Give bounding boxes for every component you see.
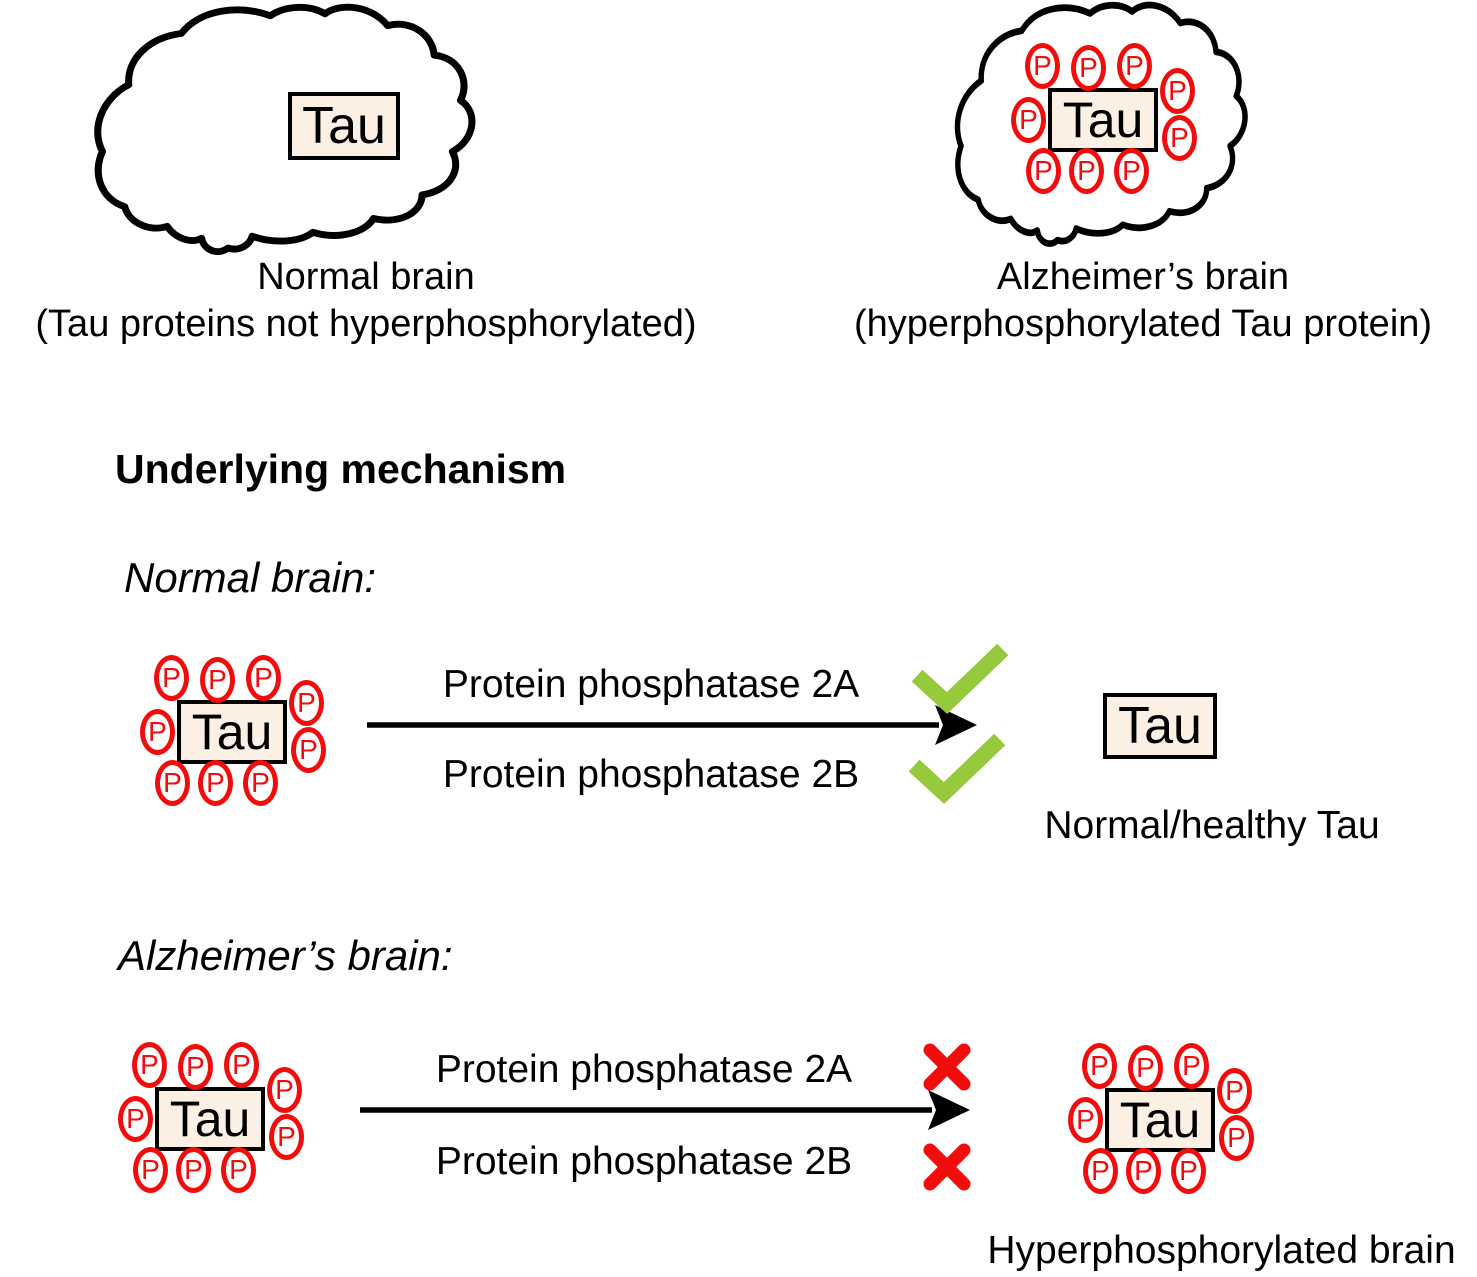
caption-subtitle: (hyperphosphorylated Tau protein) — [853, 303, 1433, 345]
phosphate-badge: P — [1068, 1097, 1103, 1143]
phosphate-badge: P — [1162, 115, 1197, 161]
checkmark-icon — [908, 733, 1006, 804]
phosphate-badge: P — [221, 1147, 256, 1193]
phosphate-badge: P — [140, 709, 175, 755]
enzyme-label-pp2a: Protein phosphatase 2A — [442, 663, 860, 706]
tau-box: Tau — [1048, 88, 1158, 152]
phosphate-badge: P — [243, 760, 278, 806]
subsection-alzheimers-brain: Alzheimer’s brain: — [118, 932, 453, 979]
enzyme-label-pp2a: Protein phosphatase 2A — [435, 1048, 853, 1091]
phosphate-badge: P — [1160, 68, 1195, 114]
phosphate-badge: P — [1171, 1148, 1206, 1194]
phosphate-badge: P — [1082, 1043, 1117, 1089]
tau-box: Tau — [155, 1087, 265, 1151]
phosphate-badge: P — [246, 655, 281, 701]
phosphate-badge: P — [200, 657, 235, 703]
phosphate-badge: P — [176, 1147, 211, 1193]
phosphate-badge: P — [154, 655, 189, 701]
phosphate-badge: P — [1069, 148, 1104, 194]
phosphate-badge: P — [198, 760, 233, 806]
checkmark-icon — [911, 643, 1009, 714]
phosphate-badge: P — [133, 1147, 168, 1193]
cross-icon — [923, 1143, 971, 1191]
phosphate-badge: P — [1025, 43, 1060, 89]
result-label-alzheimers: Hyperphosphorylated brain — [987, 1229, 1456, 1272]
phosphate-badge: P — [1174, 1043, 1209, 1089]
phosphate-badge: P — [1083, 1148, 1118, 1194]
caption-title: Alzheimer’s brain — [996, 256, 1290, 298]
right-arrow-icon — [360, 1090, 970, 1130]
enzyme-label-pp2b: Protein phosphatase 2B — [435, 1140, 853, 1183]
phosphate-badge: P — [291, 727, 326, 773]
caption-subtitle: (Tau proteins not hyperphosphorylated) — [35, 303, 697, 345]
brain-outline-normal — [94, 3, 476, 255]
phosphate-badge: P — [1114, 148, 1149, 194]
subsection-normal-brain: Normal brain: — [124, 554, 377, 601]
phosphate-badge: P — [267, 1067, 302, 1113]
result-label-normal: Normal/healthy Tau — [1044, 804, 1380, 847]
tau-box: Tau — [177, 700, 287, 764]
caption-title: Normal brain — [257, 256, 475, 298]
phosphate-badge: P — [132, 1042, 167, 1088]
phosphate-badge: P — [1026, 148, 1061, 194]
phosphate-badge: P — [1011, 97, 1046, 143]
caption-alzheimers-brain: Alzheimer’s brain (hyperphosphorylated T… — [813, 254, 1473, 348]
tau-box: Tau — [1103, 693, 1217, 759]
phosphate-badge: P — [1128, 1045, 1163, 1091]
enzyme-label-pp2b: Protein phosphatase 2B — [442, 753, 860, 796]
right-arrow-icon — [367, 705, 977, 745]
phosphate-badge: P — [269, 1114, 304, 1160]
phosphate-badge: P — [1217, 1068, 1252, 1114]
phosphate-badge: P — [1219, 1115, 1254, 1161]
phosphate-badge: P — [224, 1042, 259, 1088]
phosphate-badge: P — [118, 1096, 153, 1142]
cross-icon — [923, 1043, 971, 1091]
phosphate-badge: P — [1117, 43, 1152, 89]
phosphate-badge: P — [155, 760, 190, 806]
phosphate-badge: P — [1126, 1148, 1161, 1194]
tau-box: Tau — [1105, 1088, 1215, 1152]
caption-normal-brain: Normal brain (Tau proteins not hyperphos… — [0, 254, 732, 348]
phosphate-badge: P — [1071, 45, 1106, 91]
phosphate-badge: P — [289, 680, 324, 726]
section-heading: Underlying mechanism — [115, 446, 567, 492]
tau-box: Tau — [288, 92, 400, 160]
phosphate-badge: P — [178, 1044, 213, 1090]
